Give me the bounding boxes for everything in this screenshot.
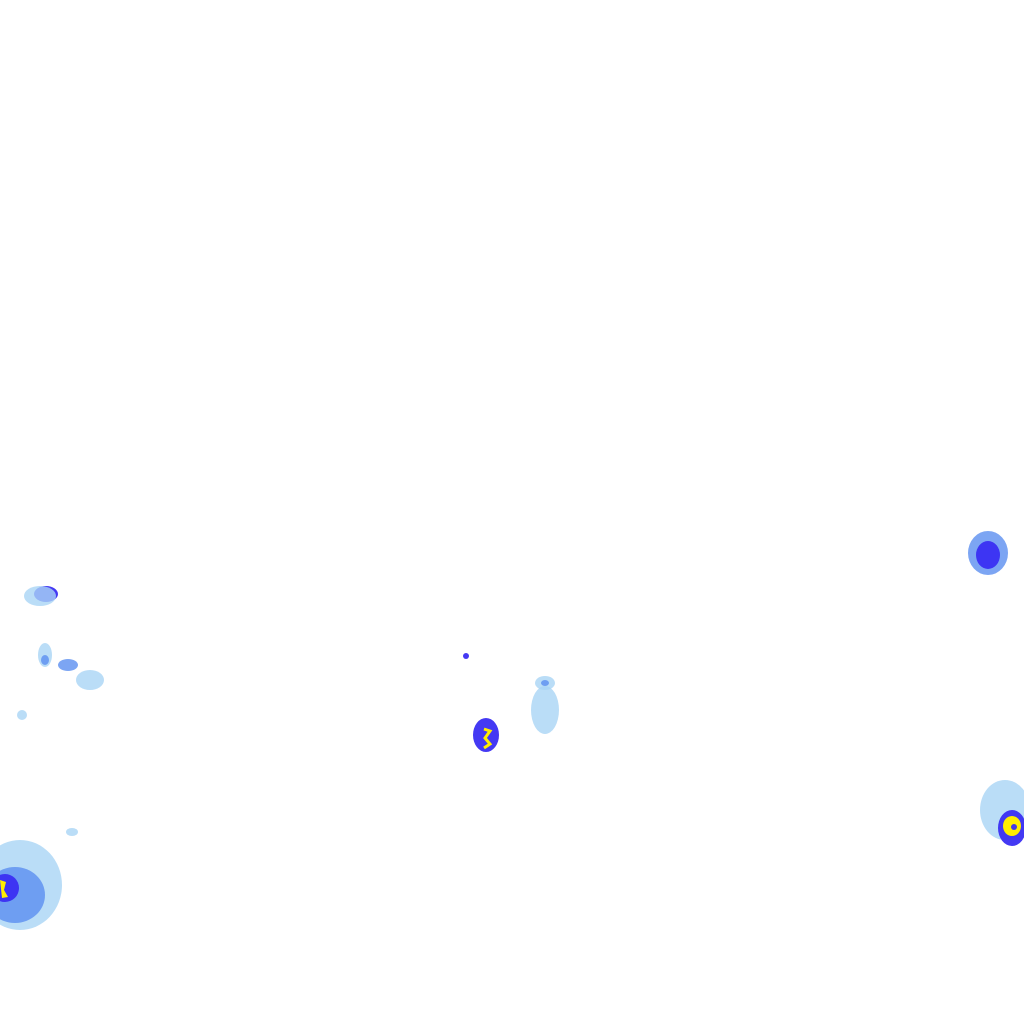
precip-light	[531, 686, 559, 734]
precip-light	[66, 828, 78, 836]
precip-cell-left-upper	[17, 586, 104, 836]
precip-cell-left-lower	[0, 840, 62, 930]
precip-moderate	[58, 659, 78, 671]
precip-heavy	[463, 653, 469, 659]
precip-heavy	[976, 541, 1000, 569]
precip-cell-center	[463, 653, 559, 752]
precip-light	[76, 670, 104, 690]
precip-light	[24, 586, 56, 606]
precip-moderate	[541, 680, 549, 686]
precip-intense	[0, 880, 8, 898]
precip-light	[17, 710, 27, 720]
precip-heavy	[1011, 824, 1017, 830]
precip-cell-right	[968, 531, 1024, 846]
precip-moderate	[41, 655, 49, 665]
